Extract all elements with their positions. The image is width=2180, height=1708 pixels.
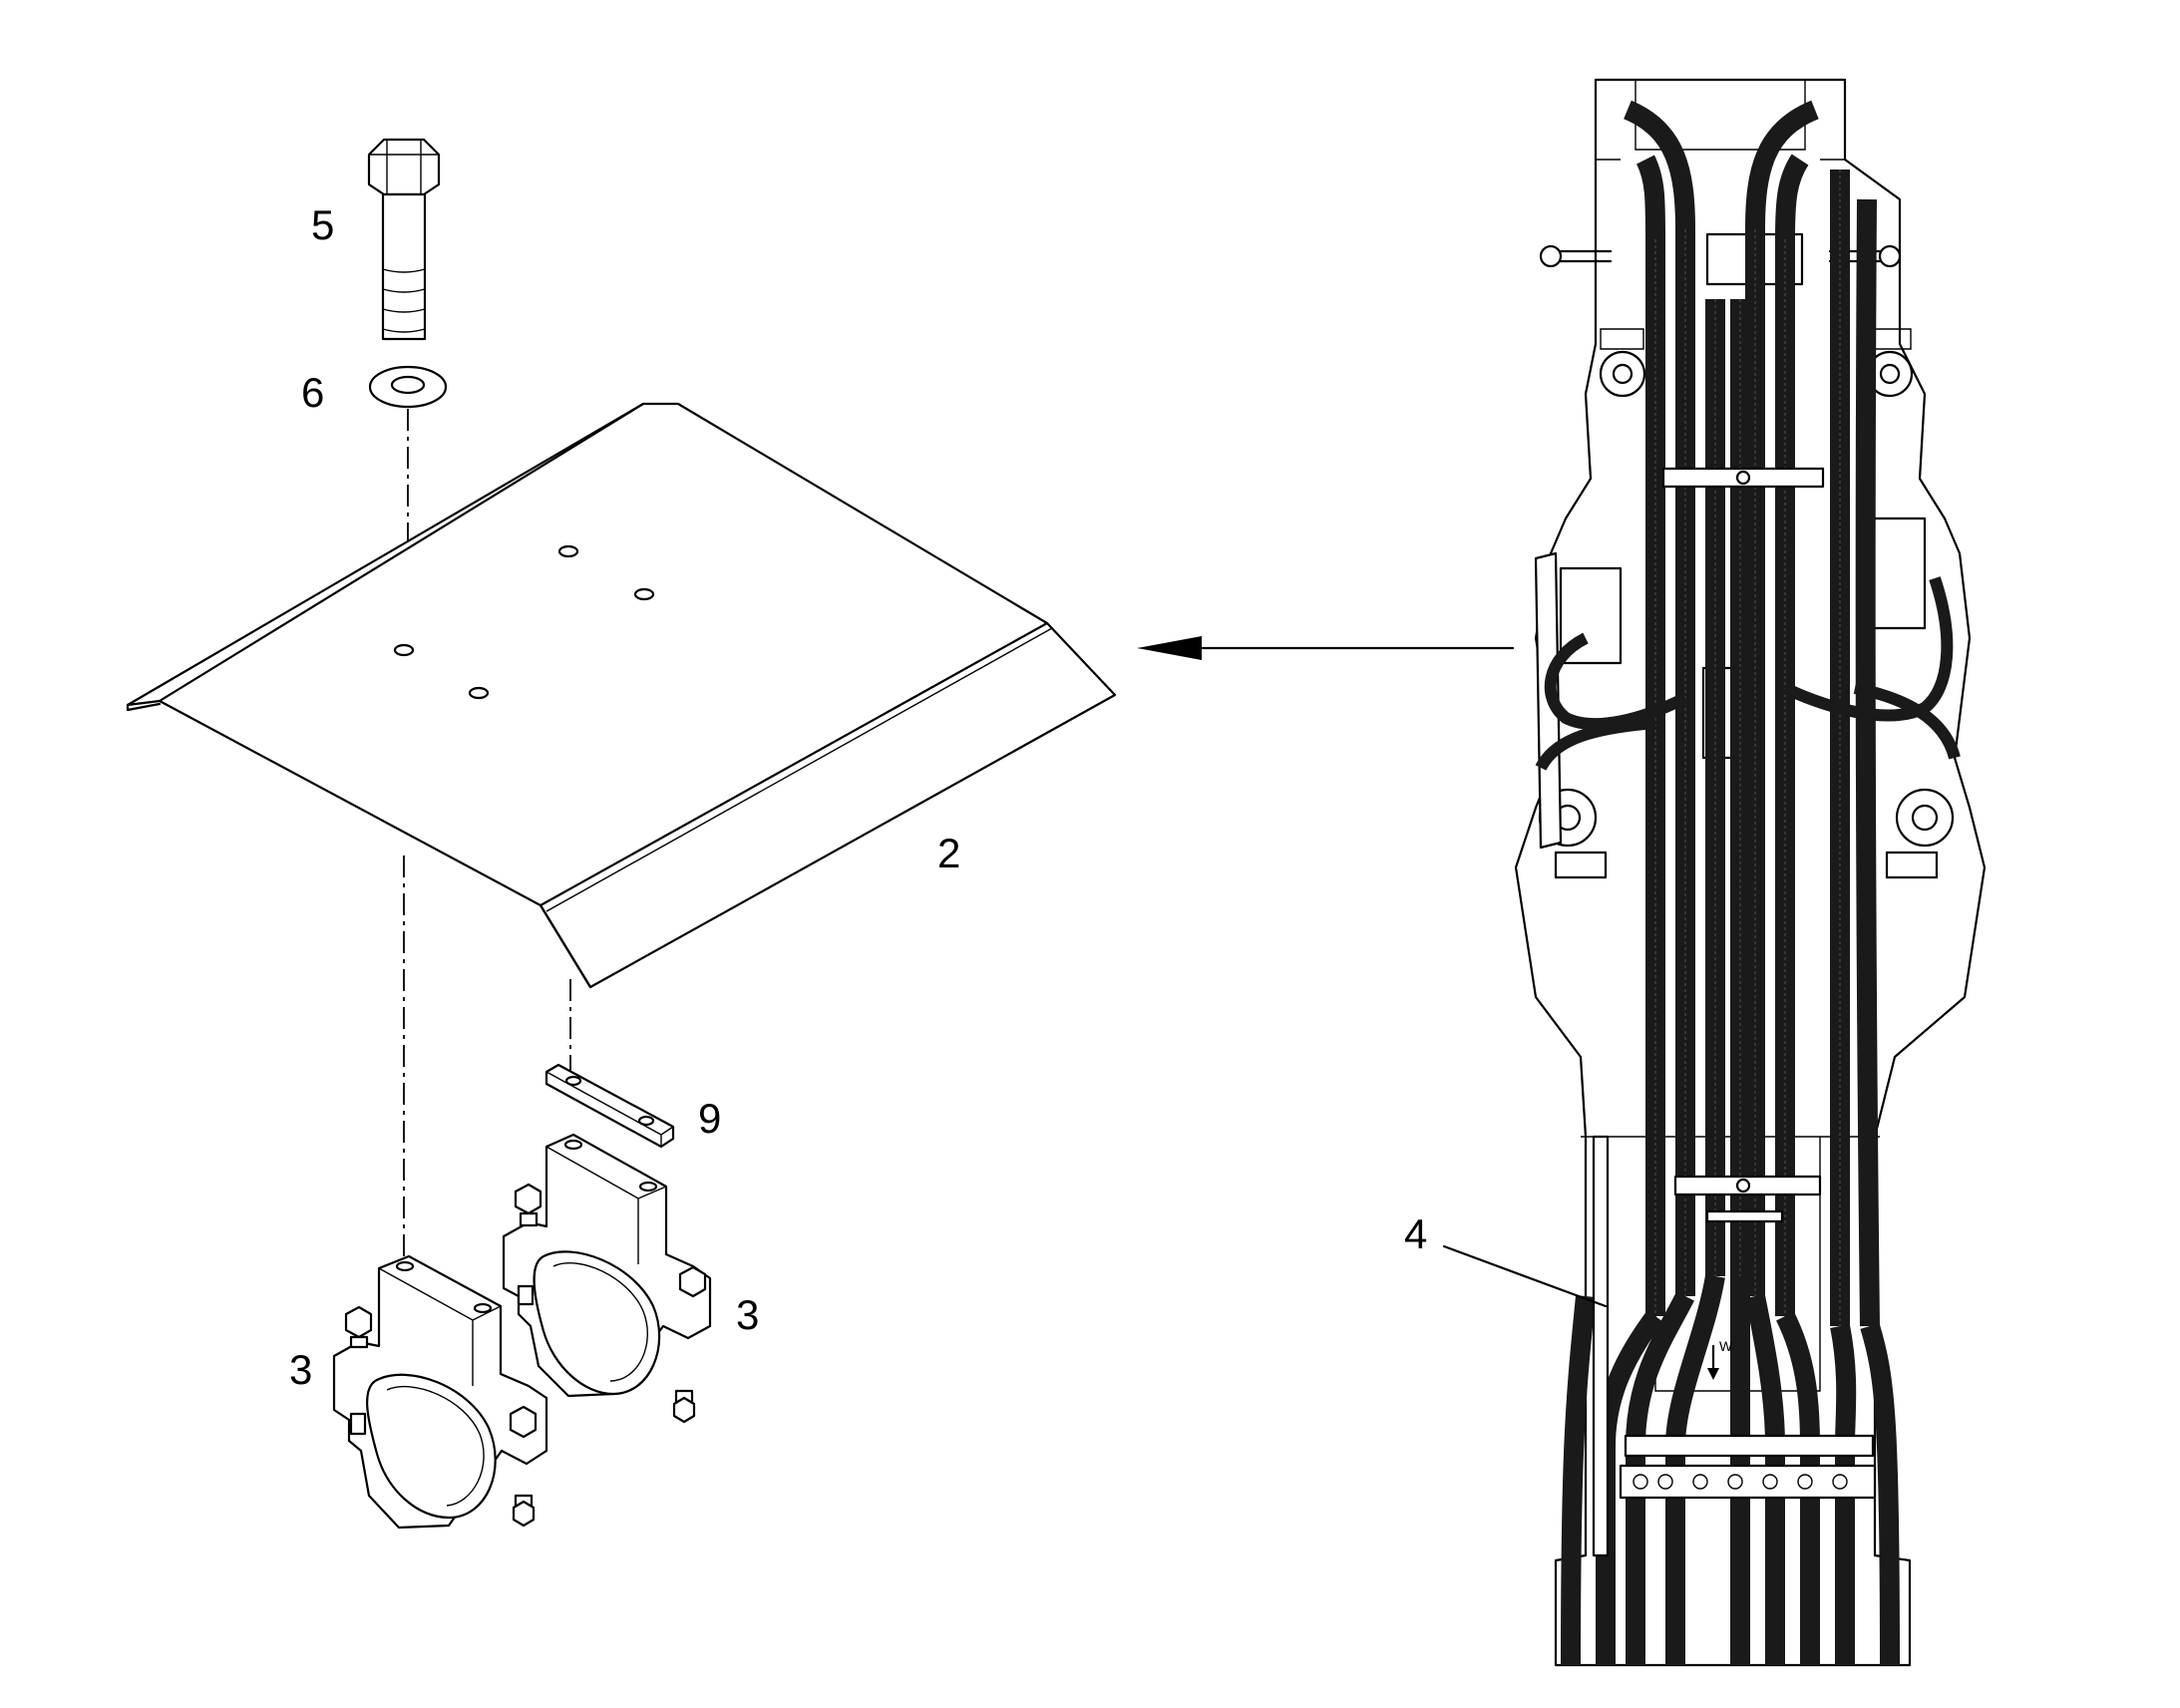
callout-bolt: 5 [311, 201, 334, 248]
callout-strap: 9 [698, 1095, 721, 1142]
boom-hose-assembly: W [1514, 78, 1987, 1667]
flat-washer [368, 365, 448, 409]
pipe-clamp-upper [502, 1133, 712, 1424]
w-mark: W [1719, 1338, 1733, 1354]
pipe-clamp-lower [332, 1254, 548, 1530]
callout-clamp-left: 3 [289, 1346, 312, 1393]
location-arrow [1137, 636, 1515, 660]
callout-washer: 6 [301, 369, 324, 416]
cover-plate [126, 402, 1117, 989]
strap-plate [545, 1063, 675, 1149]
leader-hose-assembly [1442, 1244, 1608, 1308]
callout-clamp-right: 3 [736, 1291, 759, 1338]
callout-hose-assembly: 4 [1404, 1210, 1427, 1257]
callout-cover-plate: 2 [937, 830, 960, 876]
hex-bolt [367, 138, 441, 341]
